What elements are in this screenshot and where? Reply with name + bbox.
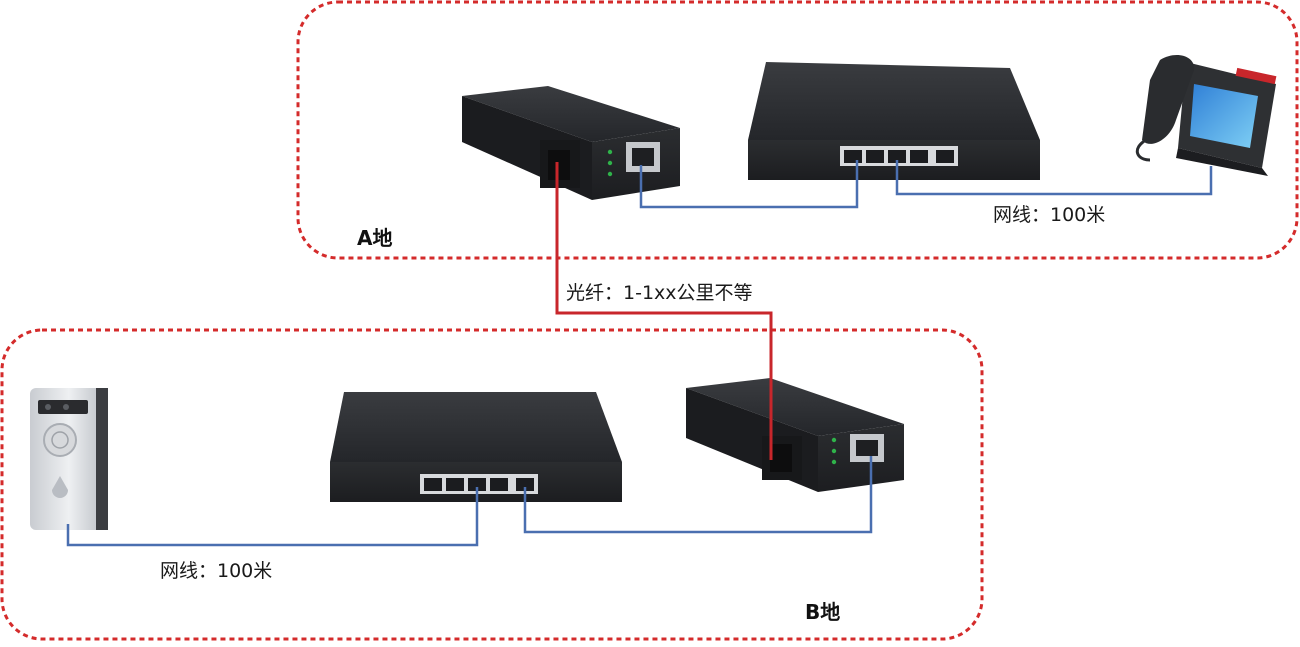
switch-a xyxy=(748,62,1040,180)
cable-converter-a-to-switch-a xyxy=(639,160,859,209)
cable-intercom-to-switch-b xyxy=(66,487,479,547)
media-converter-a xyxy=(462,86,680,200)
cable-switch-b-to-converter-b xyxy=(523,456,873,534)
ip-video-phone xyxy=(1135,55,1277,176)
cable-a-label: 网线：100米 xyxy=(993,204,1106,226)
zone-a-border xyxy=(296,0,1299,260)
switch-b xyxy=(330,392,622,502)
zone-b-border xyxy=(0,328,984,641)
cable-switch-a-to-phone xyxy=(895,160,1213,196)
zone-b-label: B地 xyxy=(805,600,841,624)
zone-a-label: A地 xyxy=(357,226,393,250)
door-intercom xyxy=(30,388,108,530)
fiber-link xyxy=(555,162,773,460)
fiber-link-label: 光纤：1-1xx公里不等 xyxy=(566,282,753,304)
cable-b-label: 网线：100米 xyxy=(160,560,273,582)
media-converter-b xyxy=(686,378,904,492)
